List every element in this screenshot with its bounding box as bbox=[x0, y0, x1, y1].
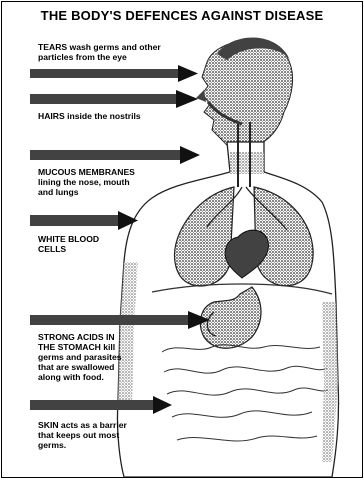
caption-hairs: HAIRS inside the nostrils bbox=[38, 111, 141, 121]
head bbox=[196, 37, 293, 149]
arrow-tears bbox=[30, 65, 198, 82]
caption-acids-line-4: that are swallowed bbox=[38, 362, 122, 372]
caption-mucous-line-2: lining the nose, mouth bbox=[38, 177, 135, 187]
caption-acids-line-2: THE STOMACH kill bbox=[38, 342, 122, 352]
arrow-white-blood-cells bbox=[30, 211, 138, 230]
arrow-mucous bbox=[30, 146, 200, 164]
caption-tears-line-1: TEARS wash germs and other bbox=[38, 42, 161, 52]
caption-mucous-line-1: MUCOUS MEMBRANES bbox=[38, 167, 135, 177]
caption-tears: TEARS wash germs and other particles fro… bbox=[38, 42, 161, 62]
caption-white-blood-line-1: WHITE BLOOD bbox=[38, 234, 99, 244]
caption-acids-line-5: along with food. bbox=[38, 372, 122, 382]
caption-hairs-line-1: HAIRS inside the nostrils bbox=[38, 111, 141, 121]
caption-mucous-line-3: and lungs bbox=[38, 187, 135, 197]
caption-white-blood-cells: WHITE BLOOD CELLS bbox=[38, 234, 99, 254]
caption-mucous-membranes: MUCOUS MEMBRANES lining the nose, mouth … bbox=[38, 167, 135, 197]
caption-acids-line-1: STRONG ACIDS IN bbox=[38, 332, 122, 342]
caption-stomach-acids: STRONG ACIDS IN THE STOMACH kill germs a… bbox=[38, 332, 122, 382]
caption-skin-line-2: that keeps out most bbox=[38, 430, 127, 440]
caption-white-blood-line-2: CELLS bbox=[38, 244, 99, 254]
caption-tears-line-2: particles from the eye bbox=[38, 52, 161, 62]
caption-skin: SKIN acts as a barrier that keeps out mo… bbox=[38, 420, 127, 450]
caption-acids-line-3: germs and parasites bbox=[38, 352, 122, 362]
caption-skin-line-1: SKIN acts as a barrier bbox=[38, 420, 127, 430]
arrow-hairs bbox=[30, 90, 198, 108]
caption-skin-line-3: germs. bbox=[38, 440, 127, 450]
